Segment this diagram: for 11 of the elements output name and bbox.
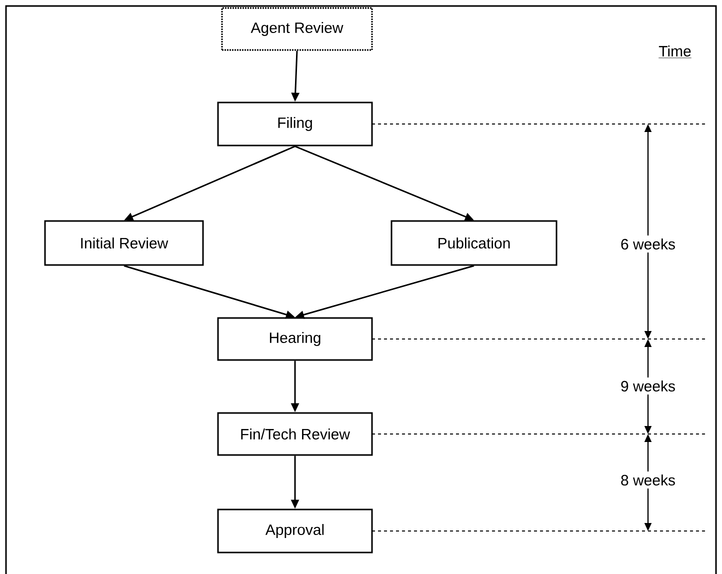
process-box: Hearing [217, 317, 373, 361]
duration-label: 8 weeks [618, 472, 679, 489]
heading: Time [658, 46, 692, 58]
process-box: Approval [217, 508, 373, 554]
duration-label: 9 weeks [618, 378, 679, 395]
process-box: Agent Review [221, 7, 373, 51]
process-box: Initial Review [44, 220, 204, 266]
process-box: Publication [390, 220, 558, 266]
duration-label: 6 weeks [618, 236, 679, 252]
process-box: Fin/Tech Review [217, 412, 373, 456]
process-box: Filing [217, 102, 373, 146]
